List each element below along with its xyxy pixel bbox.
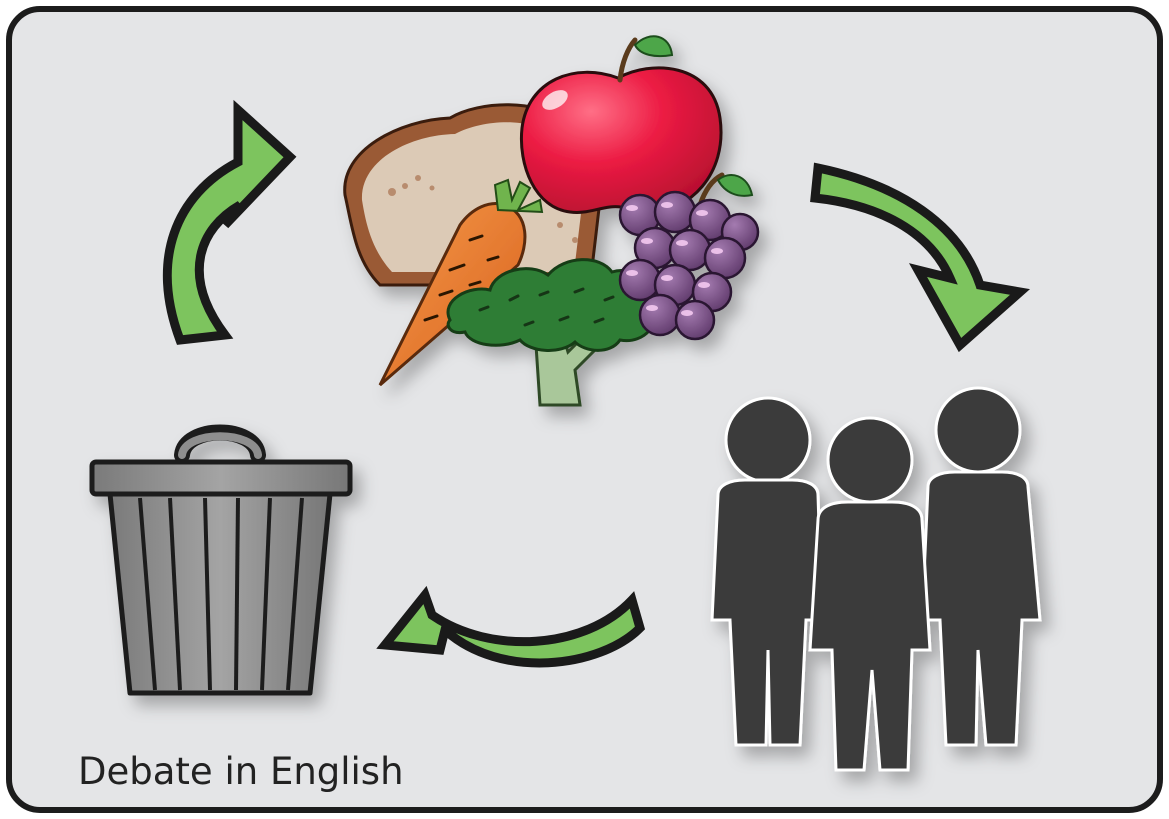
person-icon-left [710, 396, 824, 747]
arrow-trash-to-food [162, 99, 297, 345]
arrow-food-to-people [810, 162, 1030, 353]
food-cluster-icon [343, 35, 760, 407]
arrow-people-to-trash [376, 585, 646, 668]
grapes-icon [618, 172, 760, 341]
people-group-icon [710, 386, 1042, 772]
diagram-caption: Debate in English [78, 750, 404, 793]
person-icon-center [808, 416, 932, 772]
broccoli-icon [446, 258, 656, 407]
trash-can-icon [89, 424, 353, 696]
apple-icon [519, 35, 723, 214]
person-icon-right [920, 386, 1042, 747]
